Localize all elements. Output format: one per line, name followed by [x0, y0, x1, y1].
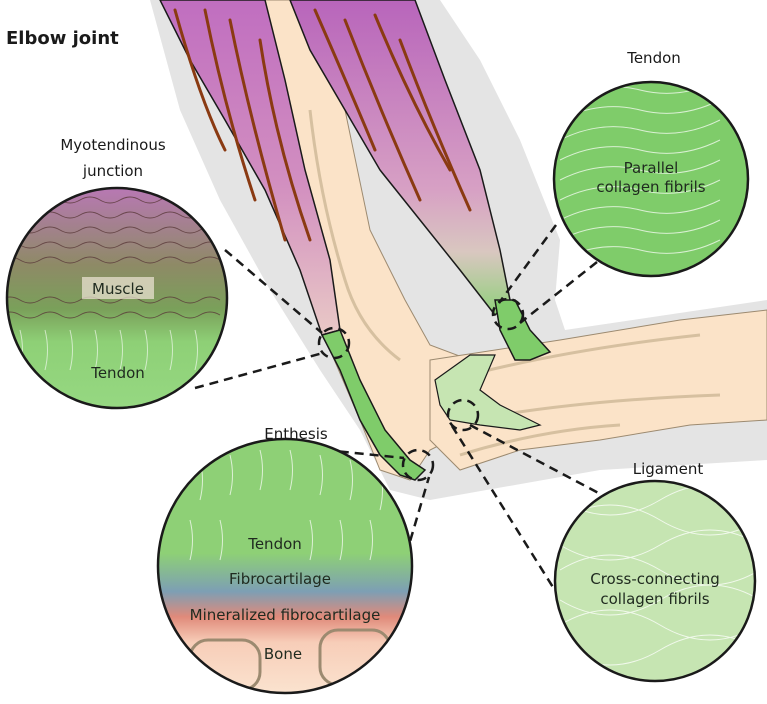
enthesis-inset: Tendon Fibrocartilage Mineralized fibroc… — [156, 437, 414, 695]
mtj-callout-ring — [317, 326, 351, 360]
tendon-inset-line1: Parallel — [624, 159, 679, 177]
diagram-title: Elbow joint — [6, 28, 119, 49]
enthesis-tendon-label: Tendon — [247, 535, 302, 553]
tendon-inset-line2: collagen fibrils — [596, 178, 705, 196]
ligament-inset-line1: Cross-connecting — [590, 570, 720, 588]
mtj-tendon-label: Tendon — [90, 364, 145, 382]
ligament-inset-line2: collagen fibrils — [600, 590, 709, 608]
elbow-ligament — [434, 354, 542, 431]
muscle-fibers — [173, 8, 472, 242]
biceps-tendon — [494, 299, 552, 361]
enthesis-mineralized-label: Mineralized fibrocartilage — [190, 606, 381, 624]
enthesis-fibrocartilage-label: Fibrocartilage — [229, 570, 331, 588]
tendon-inset: Parallel collagen fibrils — [552, 80, 750, 278]
enthesis-label: Enthesis — [264, 425, 328, 443]
enthesis-callout-ring — [401, 448, 435, 482]
ligament-inset: Cross-connecting collagen fibrils — [553, 479, 757, 683]
mtj-muscle-label: Muscle — [92, 280, 144, 298]
myotendinous-label-line2: junction — [82, 162, 143, 180]
ligament-label: Ligament — [633, 460, 704, 478]
ligament-callout-ring — [446, 398, 480, 432]
mtj-inset: Muscle Tendon — [5, 186, 229, 410]
triceps-tendon — [320, 329, 427, 481]
tendon-label: Tendon — [626, 49, 681, 67]
tendon-callout-ring — [491, 297, 525, 331]
enthesis-bone-label: Bone — [264, 645, 302, 663]
myotendinous-label-line1: Myotendinous — [60, 136, 165, 154]
